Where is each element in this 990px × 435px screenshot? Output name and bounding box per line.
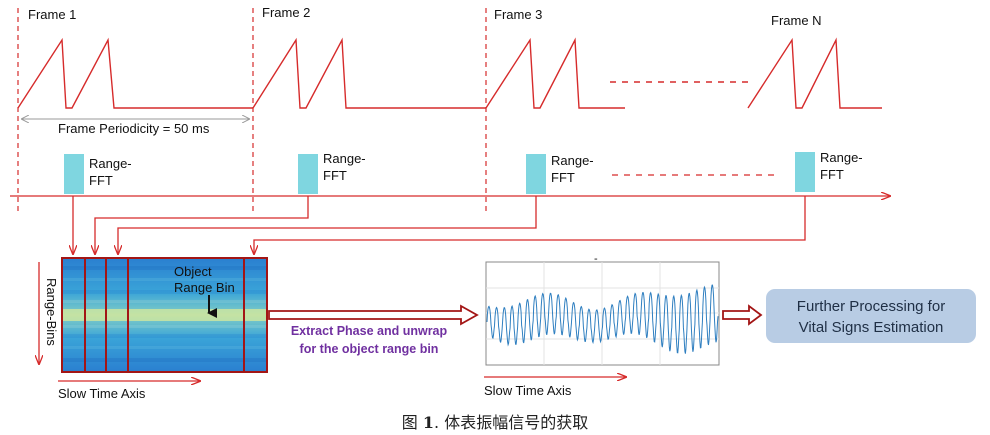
range-fft-label-nb: FFT: [820, 167, 844, 182]
connector-frame-n: [254, 196, 806, 254]
range-fft-box-n: [795, 152, 815, 192]
chirp-frame-2: [252, 37, 486, 109]
slow-time-label-plot: Slow Time Axis: [484, 383, 572, 398]
caption-text: . 体表振幅信号的获取: [434, 413, 588, 432]
range-fft-label-2b: FFT: [323, 168, 347, 183]
chirp-frame-1: [17, 37, 253, 109]
frame-title-3: Frame 3: [494, 7, 542, 22]
range-bin-matrix: Object Range Bin: [61, 257, 268, 373]
chirp-frame-3: [485, 37, 625, 109]
range-fft-label-3a: Range-: [551, 153, 594, 168]
further-processing-line-2: Vital Signs Estimation: [799, 319, 944, 336]
connector-frame-3: [118, 196, 537, 254]
further-processing-arrow: [722, 304, 763, 326]
range-fft-box-3: [526, 154, 546, 194]
phase-signal-trace: [486, 284, 719, 354]
caption-prefix: 图: [402, 413, 423, 432]
matrix-outline: [61, 257, 268, 373]
phase-signal-plot: -: [485, 253, 720, 366]
extract-phase-label-1: Extract Phase and unwrap: [291, 324, 448, 338]
slow-time-label-matrix: Slow Time Axis: [58, 386, 146, 401]
range-fft-label-1a: Range-: [89, 156, 132, 171]
periodicity-label: Frame Periodicity = 50 ms: [58, 121, 210, 136]
range-fft-box-1: [64, 154, 84, 194]
matrix-frame-columns: [84, 258, 245, 372]
matrix-bin-stripes: [62, 266, 267, 362]
object-range-bin-label-2: Range Bin: [174, 280, 235, 295]
further-processing-box: Further Processing for Vital Signs Estim…: [766, 289, 976, 343]
extract-phase-label-2: for the object range bin: [300, 342, 439, 356]
frame-separators: [17, 8, 487, 215]
range-fft-blocks: Range- FFT Range- FFT Range- FFT Range- …: [64, 150, 863, 194]
figure-caption: 图 1. 体表振幅信号的获取: [402, 413, 588, 432]
fft-to-matrix-connectors: [73, 196, 806, 254]
frame-title-n: Frame N: [771, 13, 822, 28]
connector-frame-2: [95, 196, 309, 254]
frame-title-1: Frame 1: [28, 7, 76, 22]
plot-top-mark: -: [594, 253, 598, 265]
range-bins-label: Range-Bins: [44, 278, 59, 346]
caption-number: 1: [423, 413, 434, 432]
extract-phase-arrow: [268, 304, 479, 326]
object-range-bin-band: [62, 309, 267, 321]
frame-title-2: Frame 2: [262, 5, 310, 20]
object-range-bin-label-1: Object: [174, 264, 212, 279]
range-fft-box-2: [298, 154, 318, 194]
range-fft-label-2a: Range-: [323, 151, 366, 166]
range-fft-label-3b: FFT: [551, 170, 575, 185]
range-fft-label-na: Range-: [820, 150, 863, 165]
chirp-frame-n: [747, 37, 882, 109]
further-processing-line-1: Further Processing for: [797, 298, 945, 315]
range-fft-label-1b: FFT: [89, 173, 113, 188]
chirp-waveforms: [17, 37, 882, 109]
